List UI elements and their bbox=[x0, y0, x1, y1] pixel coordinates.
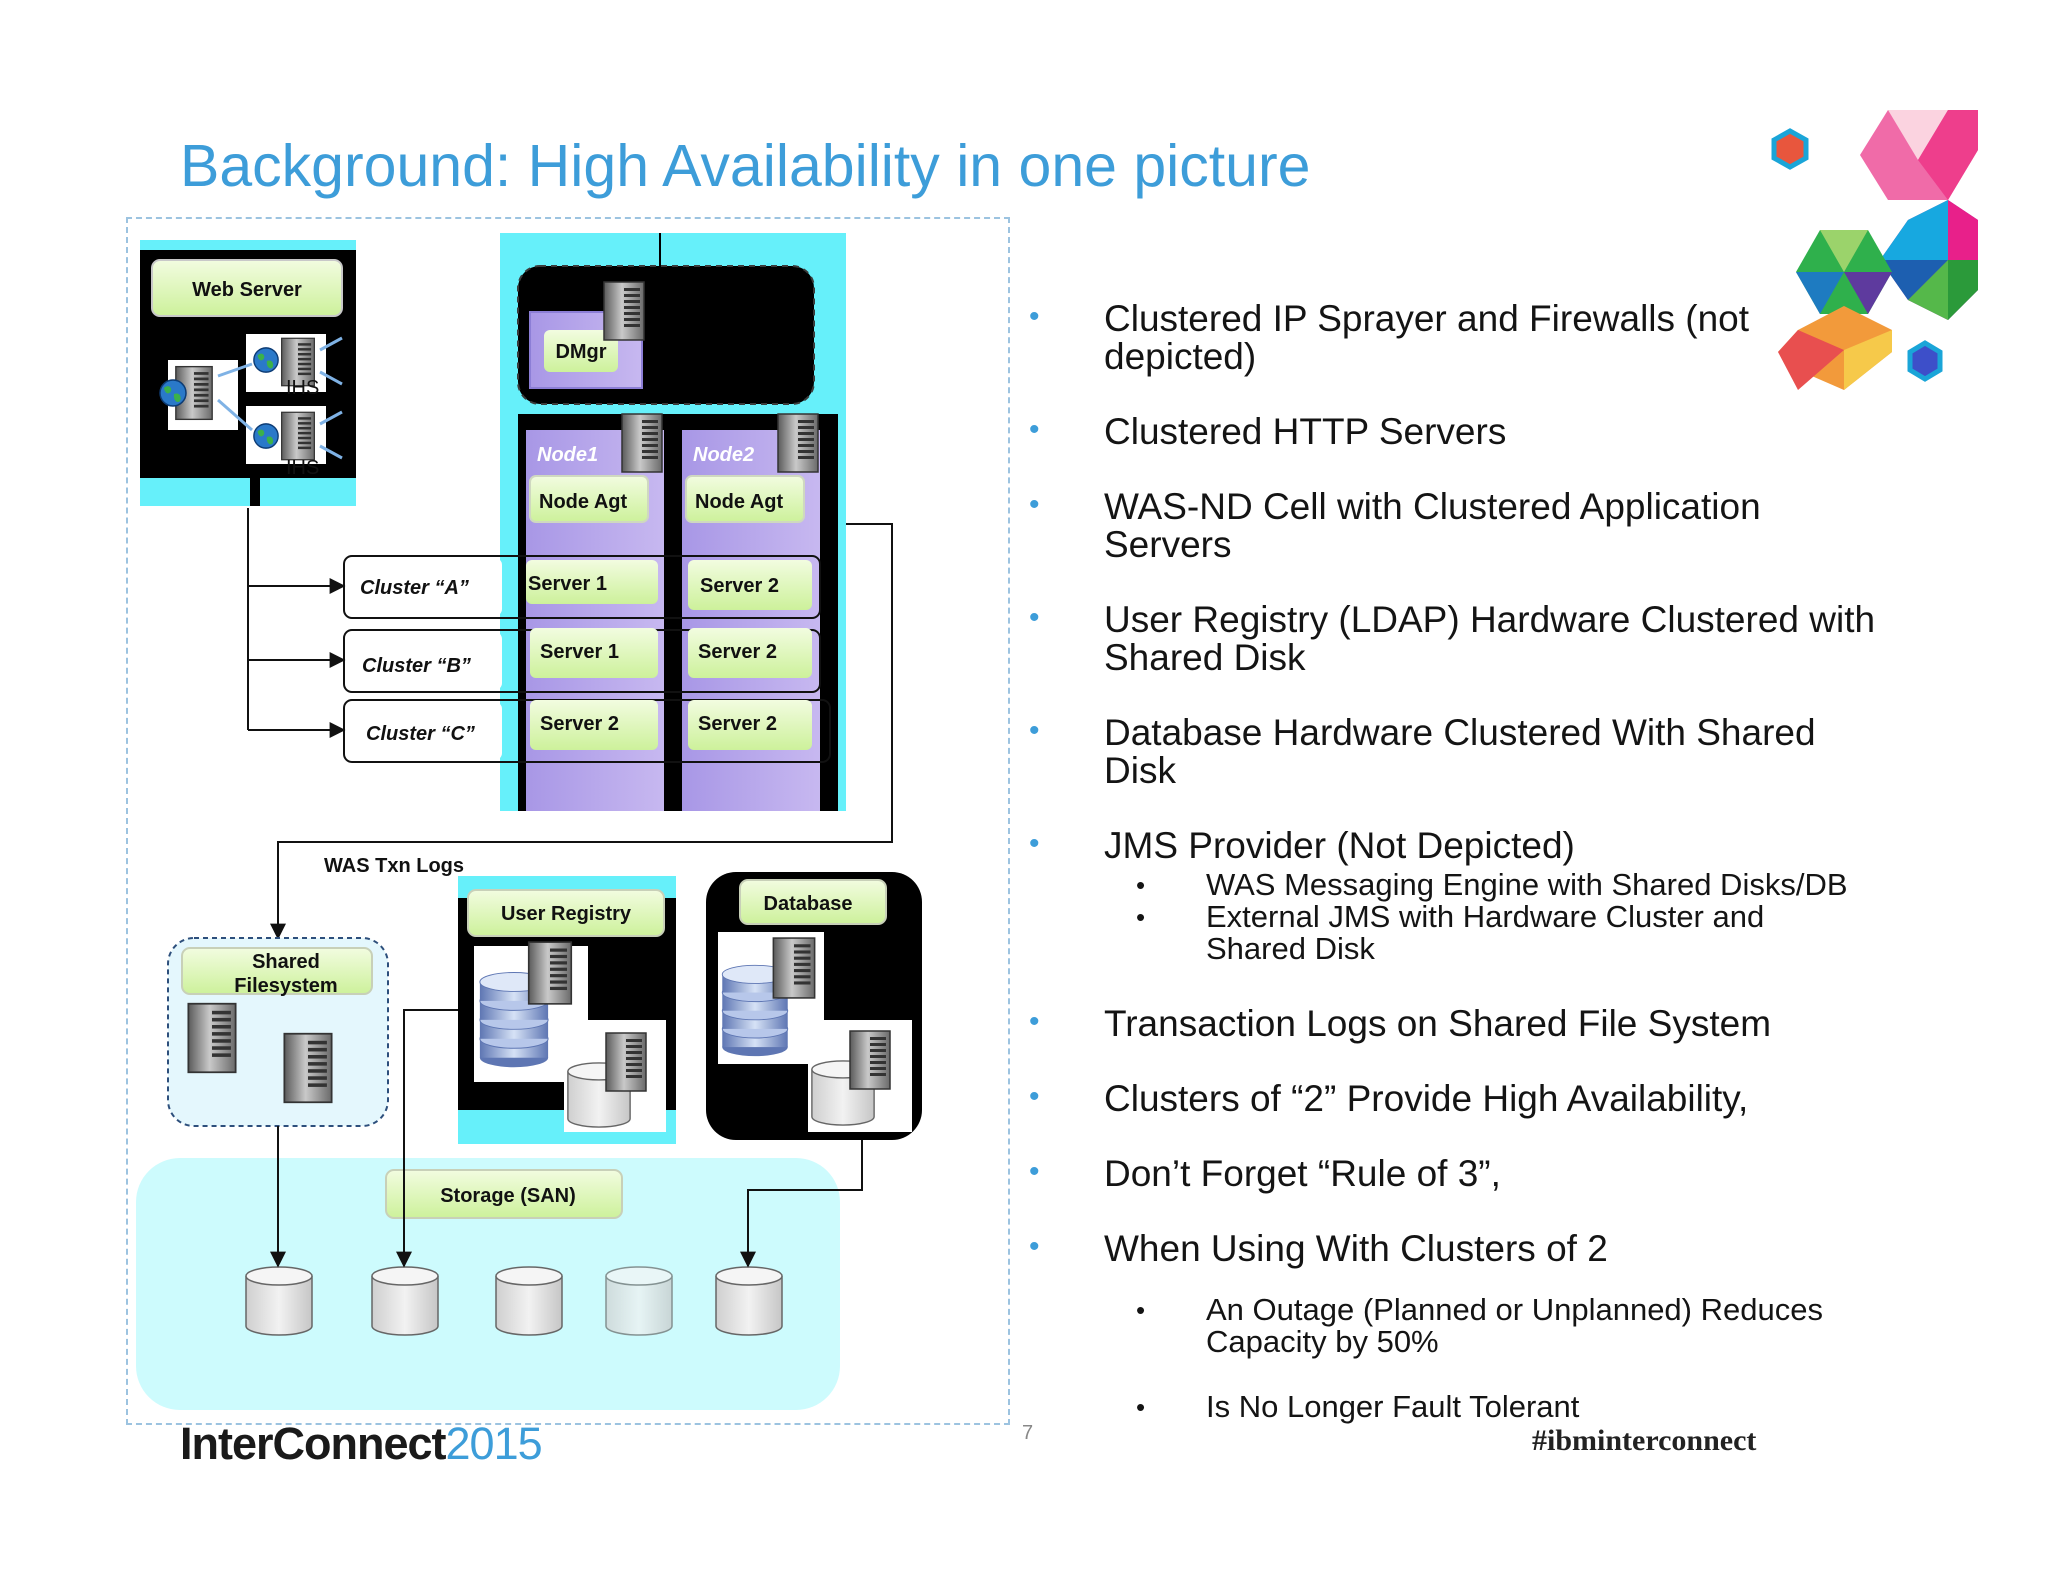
web-server-block: Web Server IHS IHS bbox=[140, 240, 356, 506]
shared-filesystem-block: Shared Filesystem bbox=[167, 937, 389, 1127]
bullet-user-registry: • User Registry (LDAP) Hardware Clustere… bbox=[1029, 599, 1876, 678]
server-icon bbox=[527, 941, 573, 1005]
bullet-dot: • bbox=[1029, 413, 1040, 446]
hexagon-decoration-icon bbox=[1771, 110, 1978, 390]
disk-icon bbox=[371, 1266, 439, 1336]
disk-icon bbox=[715, 1266, 783, 1336]
bullet-dot: • bbox=[1029, 1230, 1040, 1263]
storage-san-label: Storage (SAN) bbox=[440, 1185, 576, 1207]
user-registry-block: User Registry bbox=[458, 876, 676, 1144]
bullet-was-nd-cell: • WAS-ND Cell with Clustered Application… bbox=[1029, 486, 1761, 565]
ihs-label-2: IHS bbox=[286, 457, 319, 479]
cluster-a-server-node2: Server 2 bbox=[700, 575, 779, 597]
bullet-clusters-of-2: • Clusters of “2” Provide High Availabil… bbox=[1029, 1078, 1749, 1119]
bullet-dot: • bbox=[1029, 601, 1040, 634]
ihs-label-1: IHS bbox=[286, 377, 319, 399]
database-label: Database bbox=[764, 893, 853, 915]
shared-filesystem-label-1: Shared bbox=[252, 951, 320, 973]
cluster-b-label: Cluster “B” bbox=[362, 655, 471, 677]
server-icon bbox=[187, 1002, 237, 1074]
server-icon bbox=[283, 1032, 333, 1104]
sub-bullet-fault-tolerant: • Is No Longer Fault Tolerant bbox=[1136, 1389, 1580, 1424]
was-txn-logs-label: WAS Txn Logs bbox=[324, 855, 464, 877]
cluster-c-server-node2: Server 2 bbox=[698, 713, 777, 735]
hashtag: #ibminterconnect bbox=[1532, 1424, 1757, 1457]
web-to-cluster-connectors bbox=[247, 508, 893, 940]
cluster-a-label: Cluster “A” bbox=[360, 577, 469, 599]
sub-bullet-messaging-engine: • WAS Messaging Engine with Shared Disks… bbox=[1136, 867, 1848, 902]
bullet-http-servers: • Clustered HTTP Servers bbox=[1029, 411, 1507, 452]
server-icon bbox=[605, 1032, 647, 1092]
bullet-dot: • bbox=[1029, 1155, 1040, 1188]
cluster-c-label: Cluster “C” bbox=[366, 723, 475, 745]
node1-agent-label: Node Agt bbox=[539, 491, 627, 513]
bullet-dot: • bbox=[1029, 1080, 1040, 1113]
disk-icon bbox=[495, 1266, 563, 1336]
cluster-b-server-node1: Server 1 bbox=[540, 641, 619, 663]
storage-san-region: Storage (SAN) bbox=[136, 1158, 840, 1410]
database-block: Database bbox=[706, 872, 922, 1140]
server-icon bbox=[772, 937, 816, 999]
server-icon bbox=[281, 411, 315, 461]
globe-icon bbox=[253, 347, 279, 373]
architecture-diagram-frame bbox=[126, 217, 1010, 1425]
server-icon bbox=[603, 281, 645, 341]
server-icon bbox=[849, 1030, 891, 1090]
bullet-dot: • bbox=[1029, 714, 1040, 747]
dmgr-label: DMgr bbox=[555, 341, 606, 363]
bullet-database-cluster: • Database Hardware Clustered With Share… bbox=[1029, 712, 1816, 791]
shared-filesystem-label-2: Filesystem bbox=[234, 975, 337, 997]
jms-sub-list: • WAS Messaging Engine with Shared Disks… bbox=[1020, 869, 2020, 965]
disk-icon bbox=[605, 1266, 673, 1336]
bullet-dot: • bbox=[1029, 827, 1040, 860]
globe-icon bbox=[159, 379, 187, 407]
cluster-c-server-node1: Server 2 bbox=[540, 713, 619, 735]
slide-title: Background: High Availability in one pic… bbox=[180, 133, 1311, 199]
outage-sub-list: • An Outage (Planned or Unplanned) Reduc… bbox=[1020, 1294, 2020, 1423]
storage-connectors bbox=[270, 1009, 863, 1268]
page-number: 7 bbox=[1022, 1422, 1034, 1444]
interconnect-logo: InterConnect2015 bbox=[180, 1418, 543, 1470]
logo-year: 2015 bbox=[445, 1418, 543, 1469]
bullet-dot: • bbox=[1029, 300, 1040, 333]
bullet-list: • Clustered IP Sprayer and Firewalls (no… bbox=[1020, 300, 2020, 1423]
bullet-rule-of-3: • Don’t Forget “Rule of 3”, bbox=[1029, 1153, 1501, 1194]
node1-label: Node1 bbox=[537, 444, 598, 466]
logo-brand: InterConnect bbox=[180, 1418, 447, 1469]
bullet-dot: • bbox=[1029, 1005, 1040, 1038]
bullet-clusters-of-2-usage: • When Using With Clusters of 2 • An Out… bbox=[1020, 1230, 2020, 1423]
cluster-a-server-node1: Server 1 bbox=[528, 573, 607, 595]
server-icon bbox=[777, 413, 819, 473]
node2-agent-label: Node Agt bbox=[695, 491, 783, 513]
bullet-dot: • bbox=[1029, 488, 1040, 521]
disk-icon bbox=[245, 1266, 313, 1336]
sub-bullet-external-jms: • External JMS with Hardware Cluster and… bbox=[1136, 899, 1765, 966]
bullet-ip-sprayer: • Clustered IP Sprayer and Firewalls (no… bbox=[1029, 298, 1750, 377]
globe-icon bbox=[253, 423, 279, 449]
cluster-b-server-node2: Server 2 bbox=[698, 641, 777, 663]
bullet-transaction-logs: • Transaction Logs on Shared File System bbox=[1029, 1003, 1772, 1044]
user-registry-label: User Registry bbox=[501, 903, 632, 925]
bullet-jms-provider: • JMS Provider (Not Depicted) • WAS Mess… bbox=[1020, 827, 2020, 965]
node2-label: Node2 bbox=[693, 444, 754, 466]
cluster-rows: Cluster “A” Server 1 Server 2 Cluster “B… bbox=[343, 555, 831, 763]
sub-bullet-outage: • An Outage (Planned or Unplanned) Reduc… bbox=[1136, 1292, 1823, 1359]
server-icon bbox=[621, 413, 663, 473]
web-server-label: Web Server bbox=[192, 279, 302, 301]
